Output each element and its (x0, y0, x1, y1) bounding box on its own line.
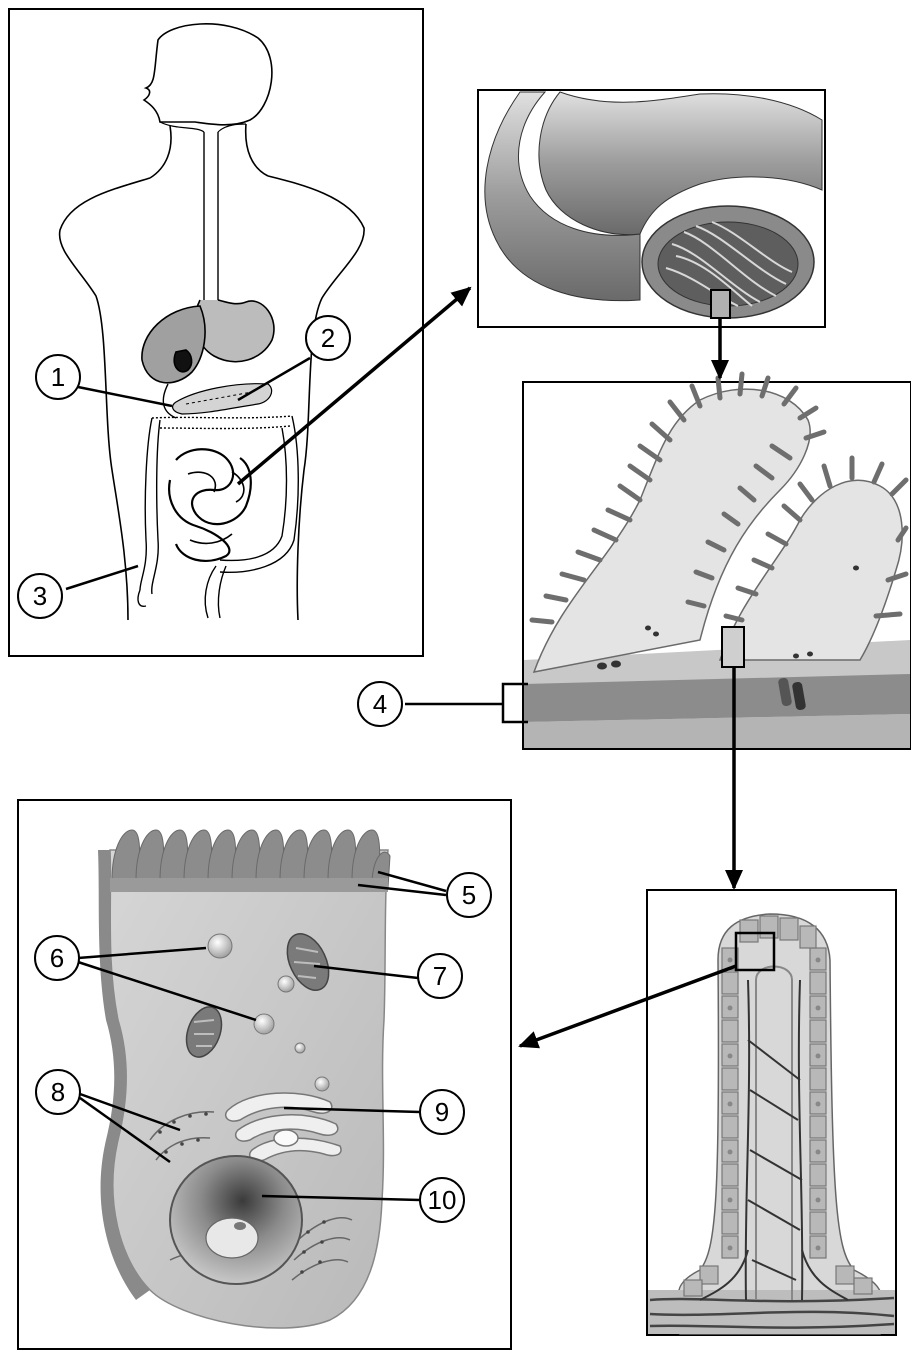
nucleus (170, 1156, 302, 1284)
svg-text:4: 4 (373, 689, 387, 719)
epithelial-cell-organelles-icon (98, 830, 390, 1328)
epithelial-cell-panel (18, 800, 511, 1349)
svg-text:5: 5 (462, 880, 476, 910)
svg-text:3: 3 (33, 581, 47, 611)
zoom-box-segment (711, 290, 730, 318)
vesicle (254, 1014, 274, 1034)
callout-6: 6 (35, 936, 79, 980)
callout-2: 2 (306, 316, 350, 360)
callout-3: 3 (18, 574, 62, 618)
callout-10: 10 (420, 1178, 464, 1222)
callout-5: 5 (447, 873, 491, 917)
svg-text:10: 10 (428, 1185, 457, 1215)
vesicle (208, 934, 232, 958)
callout-7: 7 (418, 954, 462, 998)
intestinal-wall-panel (523, 374, 911, 749)
zoom-box-villus (722, 627, 744, 667)
villus-panel (647, 890, 896, 1335)
svg-text:6: 6 (50, 943, 64, 973)
digestive-system-panel (9, 9, 423, 656)
svg-text:9: 9 (435, 1097, 449, 1127)
svg-text:2: 2 (321, 323, 335, 353)
svg-text:8: 8 (51, 1077, 65, 1107)
callout-8: 8 (36, 1070, 80, 1114)
svg-text:7: 7 (433, 961, 447, 991)
callout-4: 4 (358, 682, 402, 726)
callout-9: 9 (420, 1090, 464, 1134)
callout-1: 1 (36, 355, 80, 399)
svg-text:1: 1 (51, 362, 65, 392)
intestine-segment-panel (478, 90, 825, 327)
